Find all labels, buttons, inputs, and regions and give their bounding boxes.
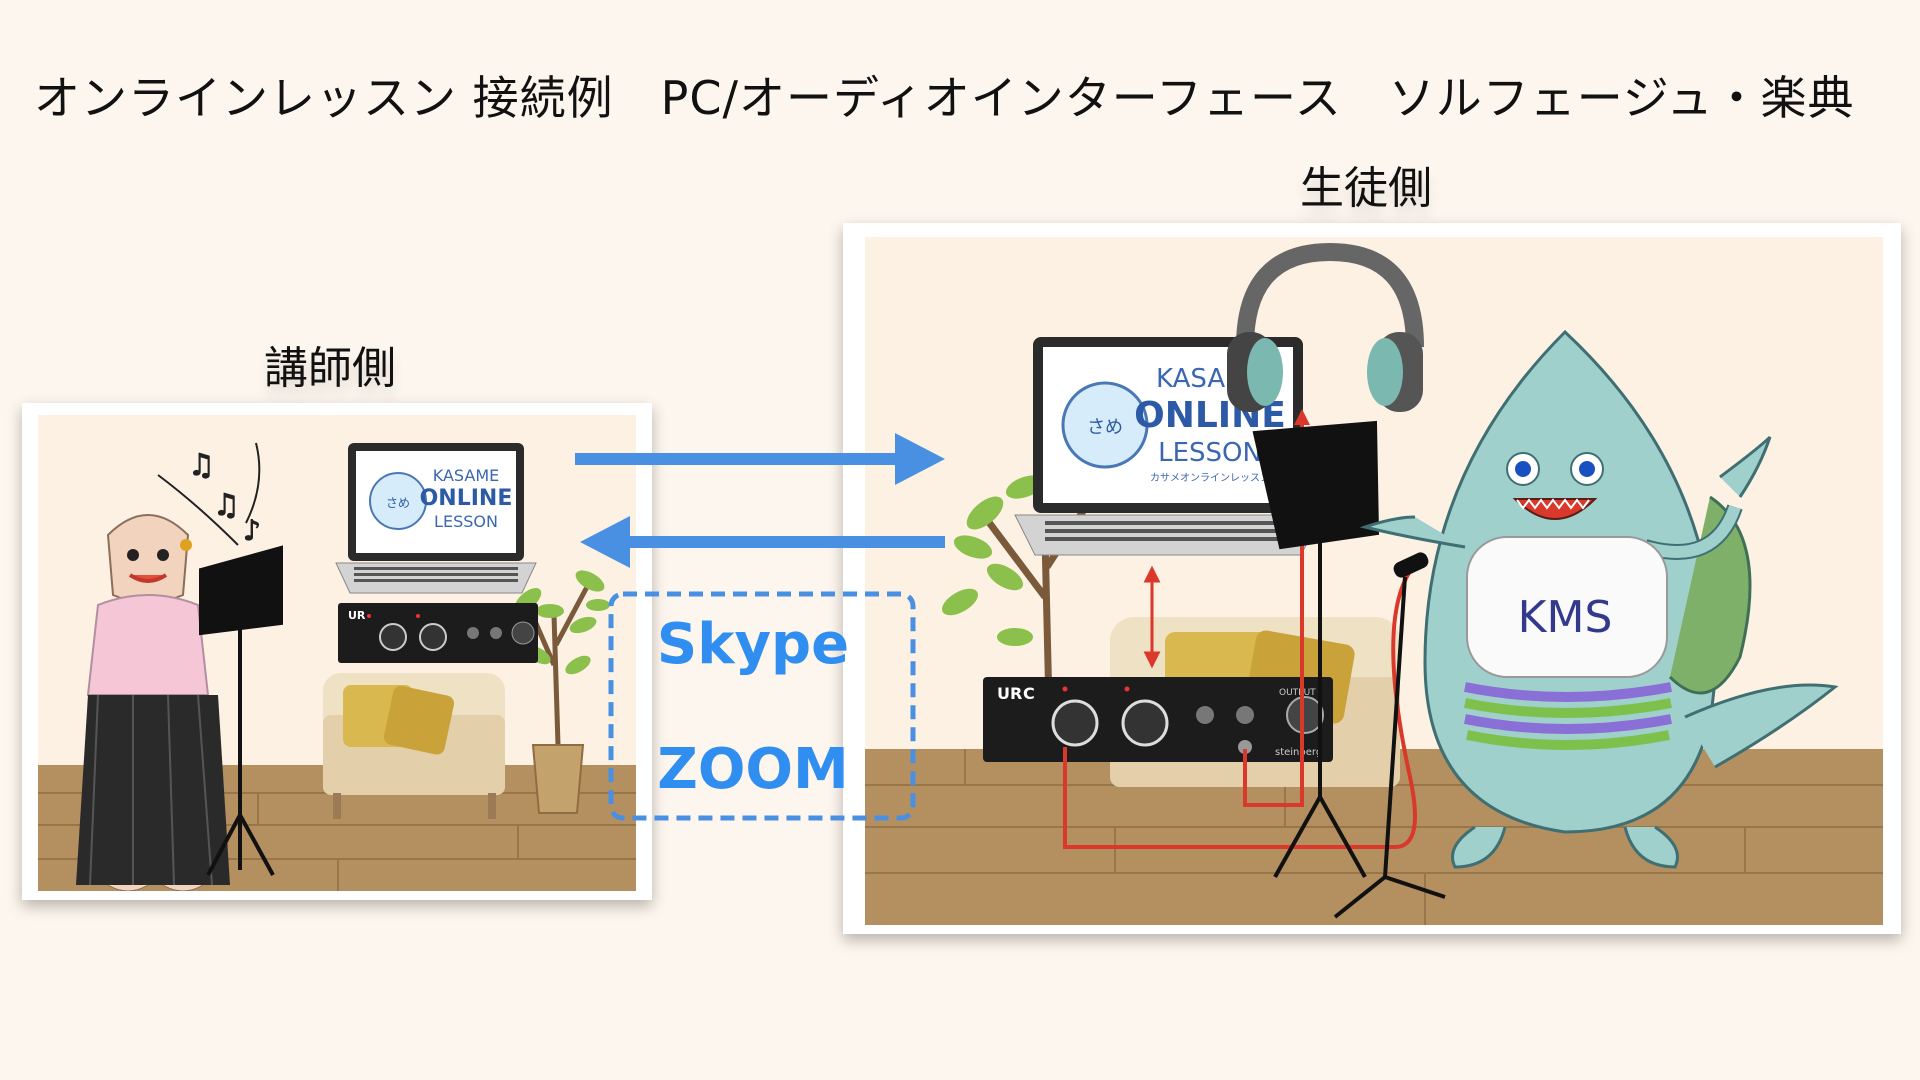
teacher-panel: ♫ ♫ ♪ — [22, 403, 652, 900]
interface-model-label: UR — [348, 609, 366, 622]
teacher-scene: ♫ ♫ ♪ — [38, 415, 636, 891]
interface-brand-label: steinberg — [1275, 747, 1322, 758]
laptop-logo-line1: KASAME — [433, 466, 499, 485]
sofa — [323, 673, 505, 819]
laptop-badge: さめ — [1087, 417, 1123, 438]
laptop-logo-line2: ONLINE — [420, 486, 513, 511]
laptop-logo-line3: LESSON — [434, 512, 498, 531]
student-panel: さめ KASAME ONLINE LESSON カサメオンラインレッスン — [843, 223, 1901, 934]
shirt-text: KMS — [1518, 592, 1613, 643]
student-audio-interface: UR C OUTPUT steinberg — [983, 677, 1333, 762]
microphone-stand — [1333, 552, 1446, 919]
shark-character: KMS — [1359, 329, 1839, 869]
software-skype-label: Skype — [657, 612, 849, 677]
usb-connection-arrow — [1143, 565, 1161, 669]
interface-model-suffix: C — [1023, 684, 1035, 703]
software-zoom-label: ZOOM — [657, 737, 849, 802]
music-stand — [199, 545, 283, 876]
music-notes-icon: ♫ ♫ ♪ — [157, 442, 261, 548]
student-side-label: 生徒側 — [1300, 163, 1432, 214]
teacher-side-label: 講師側 — [264, 343, 396, 394]
svg-text:♪: ♪ — [243, 514, 261, 547]
headphone-arrow — [1294, 409, 1310, 425]
teacher-audio-interface: UR — [338, 603, 538, 663]
student-scene: さめ KASAME ONLINE LESSON カサメオンラインレッスン — [865, 237, 1883, 925]
teacher-character — [76, 514, 230, 891]
svg-text:♫: ♫ — [188, 448, 215, 483]
interface-output-label: OUTPUT — [1279, 688, 1316, 698]
laptop-logo-subtitle: カサメオンラインレッスン — [1150, 472, 1270, 484]
svg-text:♫: ♫ — [213, 488, 240, 523]
laptop-badge: さめ — [386, 496, 410, 510]
laptop-logo-line3: LESSON — [1158, 438, 1262, 468]
interface-model-label: UR — [997, 684, 1022, 703]
audio-cables — [1063, 417, 1417, 849]
teacher-laptop: さめ KASAME ONLINE LESSON — [335, 443, 537, 594]
page-title: オンラインレッスン 接続例 PC/オーディオインターフェース ソルフェージュ・楽… — [34, 71, 1855, 125]
headphones-icon — [1227, 242, 1424, 412]
music-stand — [1252, 420, 1380, 878]
